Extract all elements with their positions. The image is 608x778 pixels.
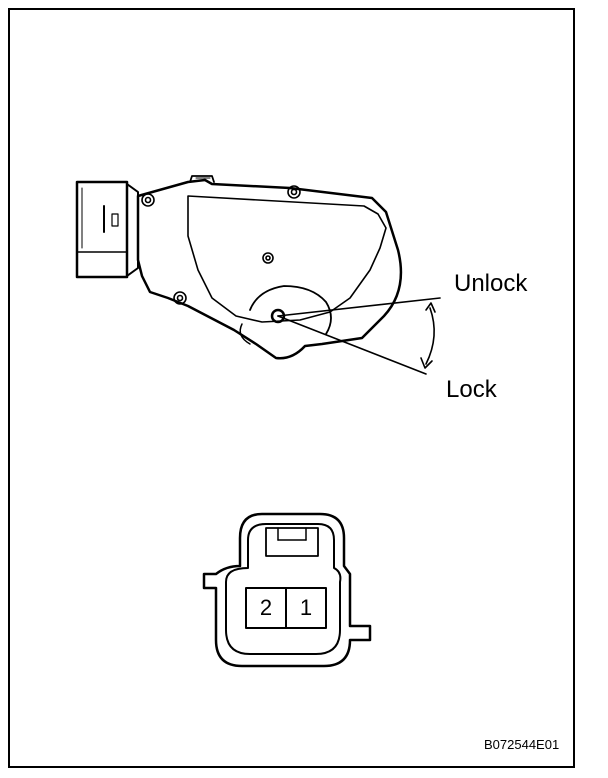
mounting-holes: [141, 185, 301, 305]
rotation-arc-arrow: [425, 307, 435, 365]
lock-unlock-indicator: [277, 297, 441, 375]
lock-label: Lock: [446, 376, 497, 403]
door-lock-actuator: [75, 175, 403, 360]
lever-boss: [249, 285, 332, 335]
unlock-line: [277, 297, 441, 317]
lock-line: [277, 315, 427, 375]
diagram-frame: [8, 8, 575, 768]
unlock-label: Unlock: [454, 270, 528, 297]
connector-latch: [265, 527, 319, 557]
actuator-connector-plug: [75, 180, 139, 279]
figure-code: B072544E01: [484, 737, 560, 752]
connector-outer-shell: [202, 512, 372, 668]
connector-face-view: [202, 512, 372, 668]
actuator-inner-recess: [187, 195, 387, 323]
pin-label-1: 1: [299, 595, 313, 620]
connector-inner-shell: [225, 523, 342, 655]
actuator-housing: [136, 178, 403, 360]
terminal-cavity-1: [285, 587, 327, 629]
pin-label-2: 2: [259, 595, 273, 620]
